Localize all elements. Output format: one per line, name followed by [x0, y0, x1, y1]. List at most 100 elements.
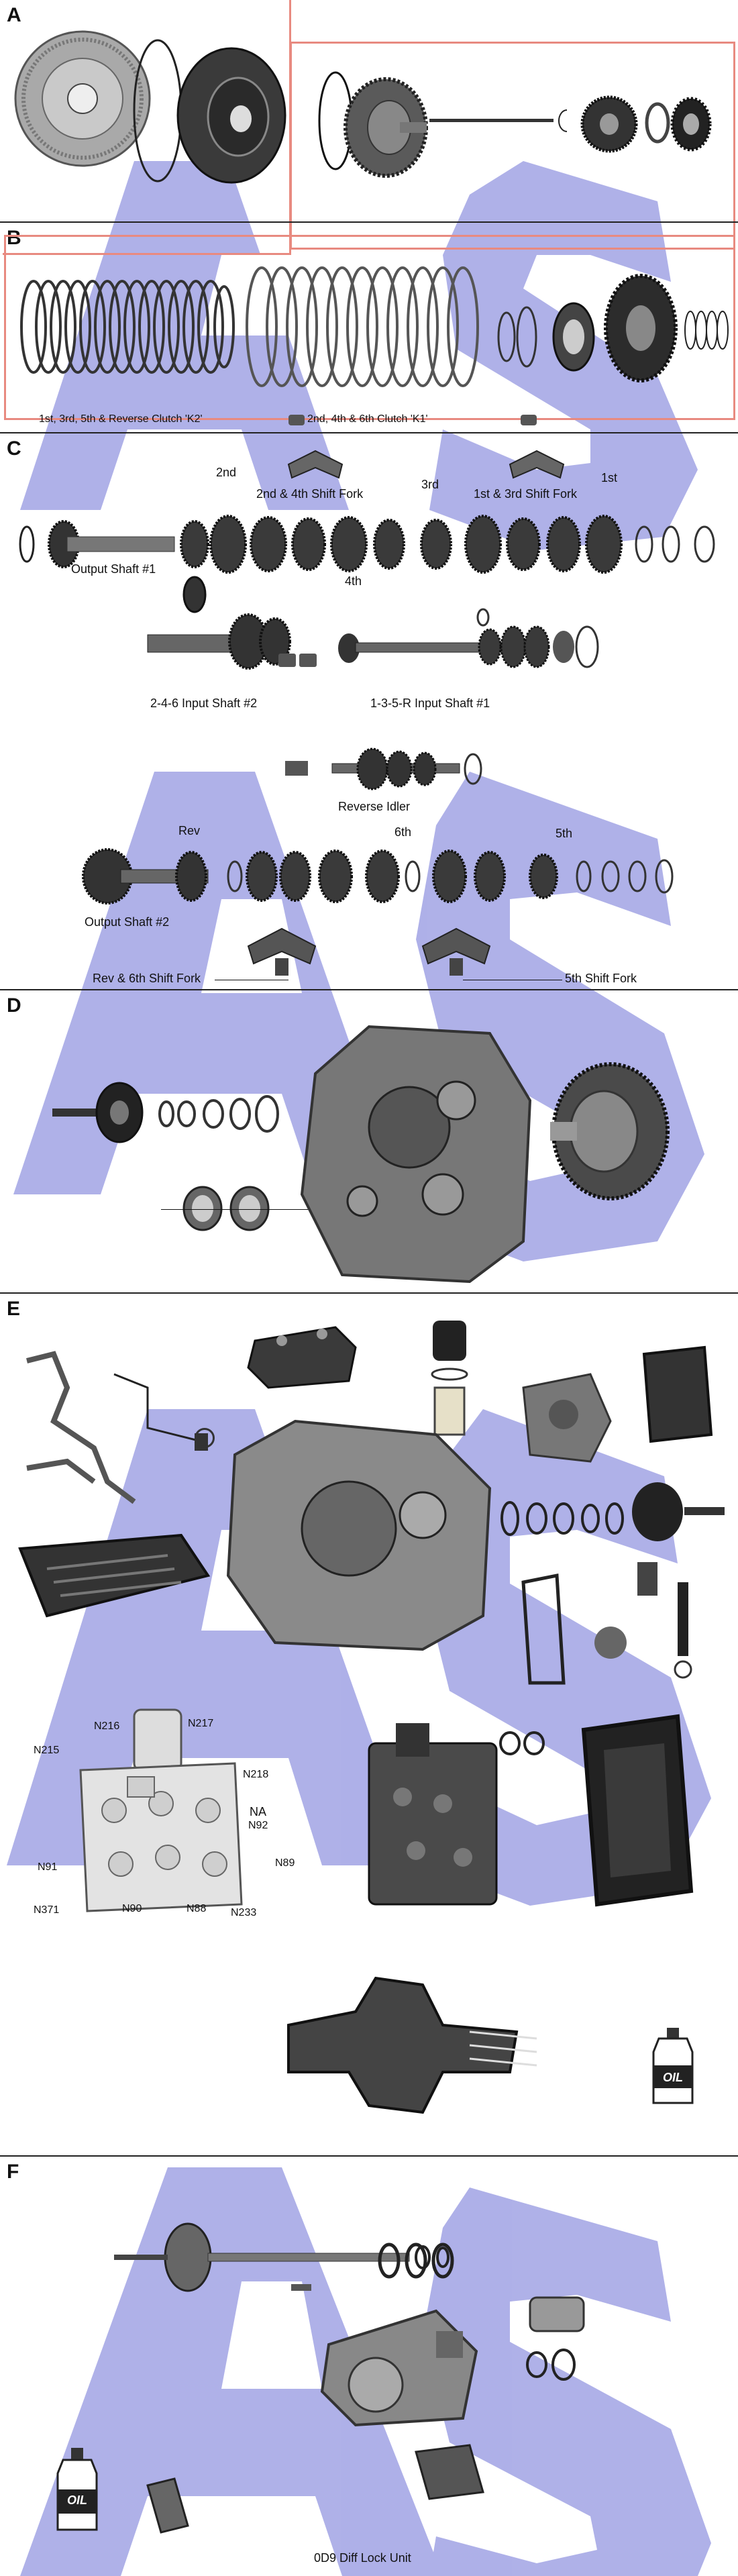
section-f: F OIL 0D9 Diff Lock Unit — [0, 2157, 738, 2576]
solenoid-n91-label: N91 — [38, 1861, 58, 1873]
clutch-drum — [344, 77, 428, 178]
solenoid-n233-label: N233 — [231, 1907, 257, 1918]
section-divider — [0, 989, 738, 990]
solenoid-n89-label: N89 — [275, 1857, 295, 1869]
reverse-idler — [285, 748, 482, 790]
solenoid-n92-label: N92 — [248, 1820, 268, 1831]
bushing-small — [288, 415, 305, 425]
input-shaft-1 — [338, 608, 599, 668]
springs-and-seals — [497, 302, 595, 372]
gear-6th-label: 6th — [394, 825, 412, 839]
seal-set — [378, 2243, 454, 2279]
output-shaft-2-label: Output Shaft #2 — [85, 915, 170, 929]
small-clip — [558, 109, 568, 132]
flange-bolt — [632, 1482, 725, 1541]
axle-shaft — [114, 2222, 450, 2292]
section-b: B — [0, 223, 738, 432]
shift-fork-1-3 — [509, 450, 565, 479]
section-letter: A — [7, 4, 21, 26]
shift-fork-rev-6 — [247, 927, 317, 976]
solenoid-n218-label: N218 — [243, 1769, 269, 1780]
valve-body-solenoid-diagram — [79, 1708, 243, 1912]
mechatronic-unit — [368, 1723, 498, 1906]
highlight-box — [3, 0, 291, 255]
section-letter: E — [7, 1298, 21, 1320]
gear-1st-label: 1st — [601, 471, 618, 484]
clutch-k1-label: 2nd, 4th & 6th Clutch 'K1' — [307, 413, 428, 425]
oil-cooler — [247, 1326, 357, 1389]
input-shaft-2 — [147, 576, 291, 670]
section-divider — [0, 432, 738, 433]
gear-5th-label: 5th — [556, 827, 573, 840]
valve-body-cover — [522, 1373, 612, 1463]
fork-2-4-label: 2nd & 4th Shift Fork — [256, 487, 364, 501]
section-divider — [0, 221, 738, 223]
clutch-hub — [580, 95, 638, 153]
solenoid-na-label: NA — [250, 1805, 267, 1818]
clutch-piston-gear — [604, 274, 678, 382]
shift-fork-5 — [421, 927, 491, 976]
gear-rev-label: Rev — [178, 824, 201, 837]
oil-bottle-label: OIL — [67, 2493, 87, 2507]
gear-3rd-label: 3rd — [421, 478, 439, 491]
solenoid-n215-label: N215 — [34, 1745, 60, 1756]
leader-line — [161, 1209, 403, 1210]
needle-bearing — [299, 654, 317, 667]
fork-1-3-label: 1st & 3rd Shift Fork — [474, 487, 578, 501]
needle-bearing — [278, 654, 296, 667]
actuator-solenoid — [526, 2296, 585, 2381]
seal-kit — [500, 1501, 624, 1536]
solenoid-n216-label: N216 — [94, 1720, 120, 1732]
section-letter: F — [7, 2161, 19, 2183]
wiring-harness-bracket — [26, 1351, 136, 1504]
solenoid-n371-label: N371 — [34, 1904, 60, 1916]
drive-gear — [670, 97, 712, 152]
oil-bottle-f — [56, 2448, 98, 2531]
differential-assembly — [550, 1062, 670, 1200]
circuit-board — [287, 1976, 537, 2114]
valve-body-pan — [581, 1714, 694, 1907]
solenoid-n90-label: N90 — [122, 1903, 142, 1914]
gear-4th-label: 4th — [345, 574, 362, 588]
section-d: D — [0, 990, 738, 1291]
main-housing — [226, 1419, 492, 1651]
clutch-pack-k2 — [20, 280, 235, 374]
section-divider — [0, 1292, 738, 1294]
clutch-pack-k1 — [246, 266, 479, 387]
speed-sensor — [594, 1562, 692, 1679]
fork-rev-6-label: Rev & 6th Shift Fork — [93, 972, 201, 985]
seal-rings — [684, 311, 729, 350]
reverse-idler-label: Reverse Idler — [338, 800, 411, 813]
bolts — [291, 2284, 311, 2291]
section-e: E — [0, 1294, 738, 2154]
section-divider — [0, 2155, 738, 2157]
filter-housing — [431, 1321, 468, 1436]
section-letter: D — [7, 994, 21, 1017]
oil-bottle — [652, 2028, 694, 2104]
fork-5-label: 5th Shift Fork — [565, 972, 637, 985]
input-shaft-1-label: 1-3-5-R Input Shaft #1 — [370, 697, 490, 710]
solenoid-n217-label: N217 — [188, 1718, 214, 1729]
solenoid-n88-label: N88 — [187, 1903, 207, 1914]
transmission-case — [300, 1025, 532, 1284]
output-shaft-2 — [82, 848, 674, 905]
shift-fork-2-4 — [287, 450, 344, 479]
side-cover — [642, 1345, 713, 1443]
bearing-cups — [182, 1186, 270, 1231]
output-flange-assembly — [52, 1082, 279, 1143]
input-shaft-rod — [429, 119, 554, 122]
input-shaft-2-label: 2-4-6 Input Shaft #2 — [150, 697, 258, 710]
o-ring — [195, 1428, 215, 1448]
o-rings-pair — [499, 1731, 545, 1755]
section-letter: B — [7, 227, 21, 249]
output-shaft-1-label: Output Shaft #1 — [71, 562, 156, 576]
flywheel-part — [14, 30, 151, 167]
clutch-k2-label: 1st, 3rd, 5th & Reverse Clutch 'K2' — [39, 413, 203, 425]
diff-lock-label: 0D9 Diff Lock Unit — [314, 2551, 411, 2565]
section-letter: C — [7, 437, 21, 460]
section-a: A — [0, 0, 738, 255]
bushing-small — [521, 415, 537, 425]
gear-2nd-label: 2nd — [216, 466, 237, 479]
separator-plate — [521, 1573, 566, 1685]
thrust-washer — [645, 102, 670, 144]
